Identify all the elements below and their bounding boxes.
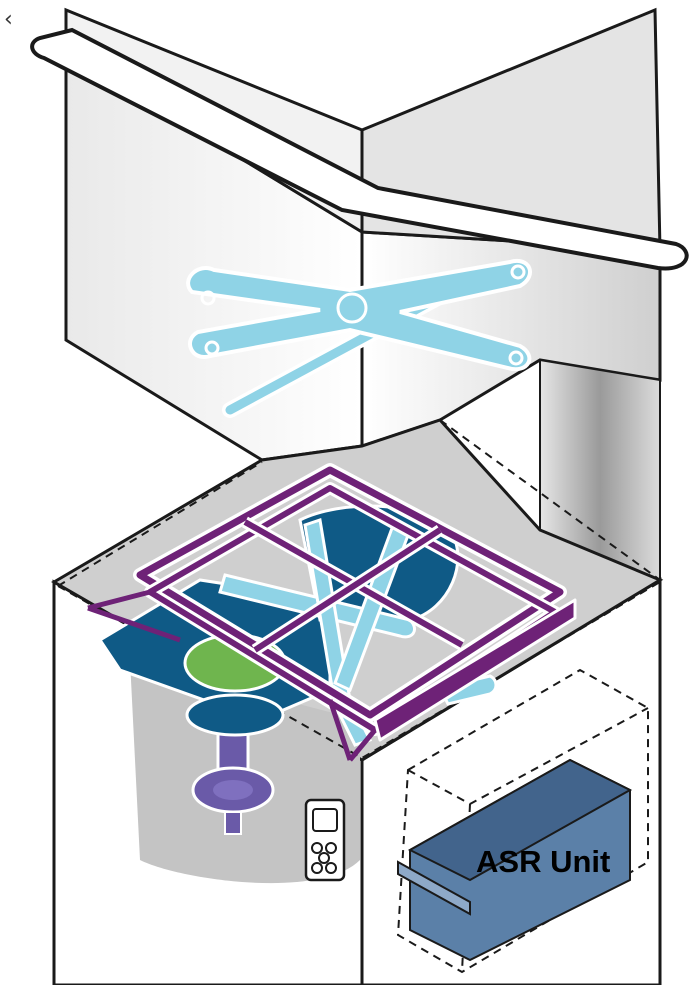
control-button[interactable] bbox=[311, 862, 323, 874]
asr-tray-handle bbox=[397, 860, 471, 916]
asr-tray-top bbox=[407, 758, 633, 882]
hood-handle bbox=[30, 27, 689, 271]
control-display bbox=[312, 808, 338, 832]
control-panel[interactable] bbox=[304, 798, 346, 882]
pump-motor bbox=[185, 693, 285, 835]
asr-unit: ASR Unit bbox=[396, 668, 649, 974]
corner-mark: ‹ bbox=[4, 7, 13, 32]
hood bbox=[30, 7, 689, 760]
control-button[interactable] bbox=[325, 842, 337, 854]
control-button[interactable] bbox=[318, 852, 330, 864]
rack-frame bbox=[87, 463, 577, 762]
asr-unit-label: ASR Unit bbox=[476, 844, 610, 879]
lower-wash-arm-d bbox=[437, 674, 498, 706]
control-button[interactable] bbox=[311, 842, 323, 854]
upper-wash-arm bbox=[186, 258, 532, 418]
control-button[interactable] bbox=[325, 862, 337, 874]
